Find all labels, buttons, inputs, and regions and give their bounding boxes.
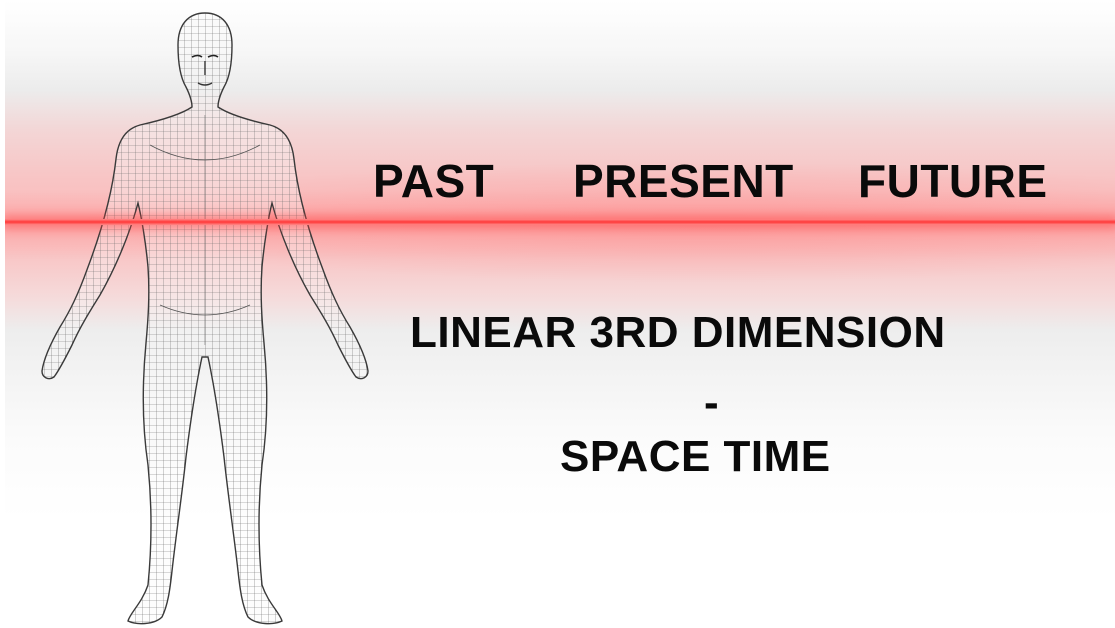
scan-line	[5, 219, 1115, 225]
timeline-future: FUTURE	[858, 154, 1048, 208]
caption-separator: -	[704, 378, 719, 428]
caption-line-2: SPACE TIME	[560, 432, 831, 482]
timeline-present: PRESENT	[573, 154, 794, 208]
timeline-past: PAST	[373, 154, 494, 208]
left-border	[0, 0, 5, 628]
caption-line-1: LINEAR 3RD DIMENSION	[410, 308, 946, 358]
wireframe-human-figure	[30, 5, 380, 628]
